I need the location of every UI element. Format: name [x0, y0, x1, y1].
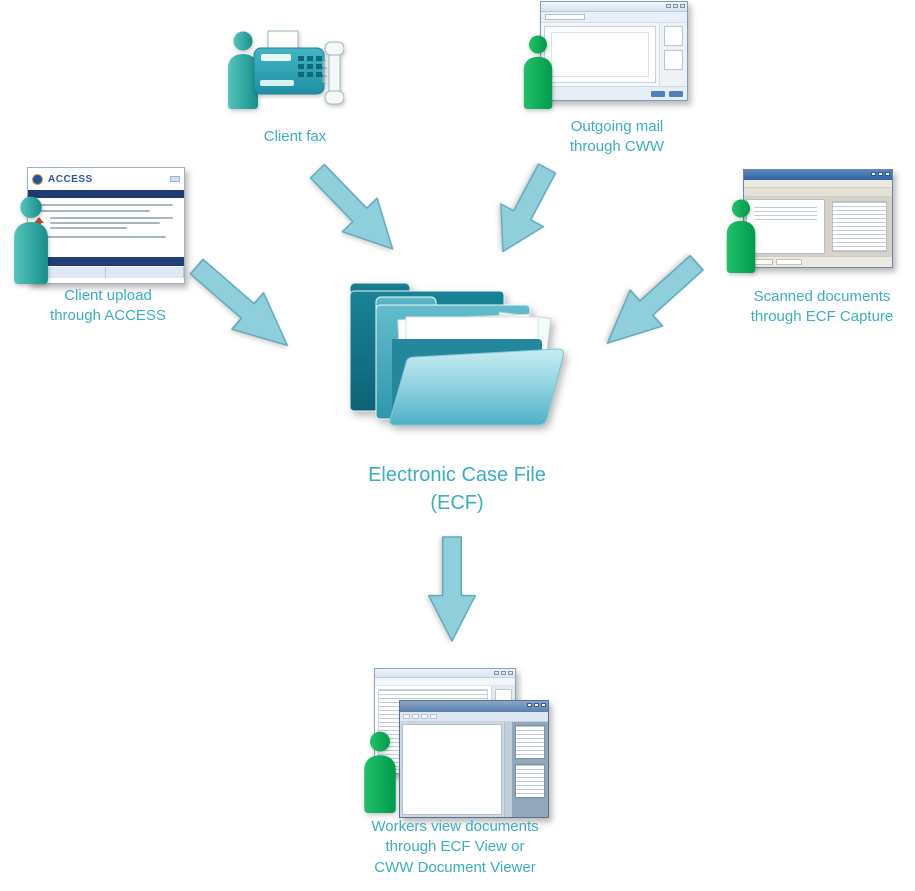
fax-machine-icon	[253, 30, 344, 105]
window-toolbar	[541, 12, 687, 23]
capture-list-panel	[746, 199, 826, 254]
label-scanned-documents: Scanned documents through ECF Capture	[750, 288, 894, 326]
access-table-header	[28, 257, 184, 266]
window-button	[508, 671, 513, 675]
access-navbar	[28, 190, 184, 198]
text-line	[50, 222, 160, 224]
splitter	[504, 722, 512, 817]
ecf-title: Electronic Case File	[368, 464, 546, 486]
mini-button	[651, 91, 665, 97]
document-viewer-front-window	[399, 700, 549, 818]
thumbnail	[664, 26, 683, 46]
window-controls	[871, 172, 890, 176]
window-button	[878, 172, 883, 176]
text-line	[33, 210, 150, 212]
access-note-block	[33, 217, 179, 232]
label-client-upload: Client upload through ACCESS	[50, 287, 166, 325]
document-canvas	[544, 26, 656, 83]
ecf-capture-screenshot	[743, 169, 893, 268]
window-titlebar	[400, 701, 548, 712]
table-cell	[28, 267, 106, 278]
cww-screenshot	[540, 1, 688, 101]
window-menubar	[744, 180, 892, 188]
window-button	[680, 4, 685, 8]
window-titlebar	[375, 669, 515, 678]
window-button	[871, 172, 876, 176]
label-outgoing-mail: Outgoing mail through CWW	[569, 118, 665, 156]
text-line	[33, 236, 166, 238]
window-button	[666, 4, 671, 8]
window-statusbar	[744, 256, 892, 267]
document-preview	[832, 201, 887, 252]
document-page	[402, 724, 502, 815]
window-button	[527, 703, 532, 707]
state-seal-icon	[32, 173, 43, 185]
worker-person-icon	[364, 731, 396, 813]
toolbar-button	[430, 714, 437, 719]
window-titlebar	[541, 2, 687, 12]
capture-preview-panel	[827, 197, 892, 256]
arrow-client-upload-to-ecf	[189, 258, 289, 347]
label-client-fax: Client fax	[263, 128, 327, 145]
window-button	[501, 671, 506, 675]
thumbnail-panel	[512, 722, 548, 817]
window-button	[534, 703, 539, 707]
access-table-row	[28, 266, 184, 278]
window-button	[494, 671, 499, 675]
window-toolbar	[400, 712, 548, 722]
window-button	[541, 703, 546, 707]
canvas-inner-frame	[551, 32, 649, 77]
list-rows	[750, 203, 821, 227]
ecf-subtitle: (ECF)	[430, 492, 484, 514]
scan-person-icon	[726, 199, 756, 273]
side-panel	[659, 23, 687, 86]
window-statusbar	[541, 86, 687, 100]
arrow-scanned-documents-to-ecf	[606, 254, 704, 344]
window-toolbar	[744, 188, 892, 197]
window-toolbar	[375, 678, 515, 686]
status-cell	[776, 259, 802, 265]
table-cell	[106, 267, 184, 278]
access-logo: ACCESS	[48, 173, 93, 185]
window-controls	[494, 671, 513, 675]
text-line	[50, 227, 128, 229]
page-thumbnail	[515, 725, 545, 759]
text-line	[50, 217, 173, 219]
language-link-icon	[170, 176, 180, 182]
toolbar-field	[545, 14, 585, 20]
window-button	[673, 4, 678, 8]
toolbar-button	[403, 714, 410, 719]
window-titlebar	[744, 170, 892, 180]
mini-button	[669, 91, 683, 97]
label-workers: Workers view documents through ECF View …	[371, 818, 539, 876]
thumbnail	[664, 50, 683, 70]
access-header: ACCESS	[28, 168, 184, 190]
outgoing-mail-person-icon	[523, 35, 553, 109]
arrow-client-fax-to-ecf	[309, 163, 394, 250]
window-content	[400, 722, 548, 817]
ecf-folder-icon	[349, 282, 564, 426]
toolbar-button	[421, 714, 428, 719]
text-line	[33, 204, 174, 206]
access-footer	[28, 278, 184, 283]
window-controls	[527, 703, 546, 707]
client-upload-person-icon	[14, 196, 48, 284]
window-controls	[666, 4, 685, 8]
window-content	[744, 197, 892, 256]
note-text-lines	[50, 217, 179, 232]
access-screenshot: ACCESS	[27, 167, 185, 284]
window-button	[885, 172, 890, 176]
toolbar-button	[412, 714, 419, 719]
arrow-outgoing-mail-to-ecf	[500, 163, 557, 253]
window-content	[541, 23, 687, 86]
page-thumbnail	[515, 764, 545, 798]
arrow-ecf-to-workers	[428, 536, 476, 642]
